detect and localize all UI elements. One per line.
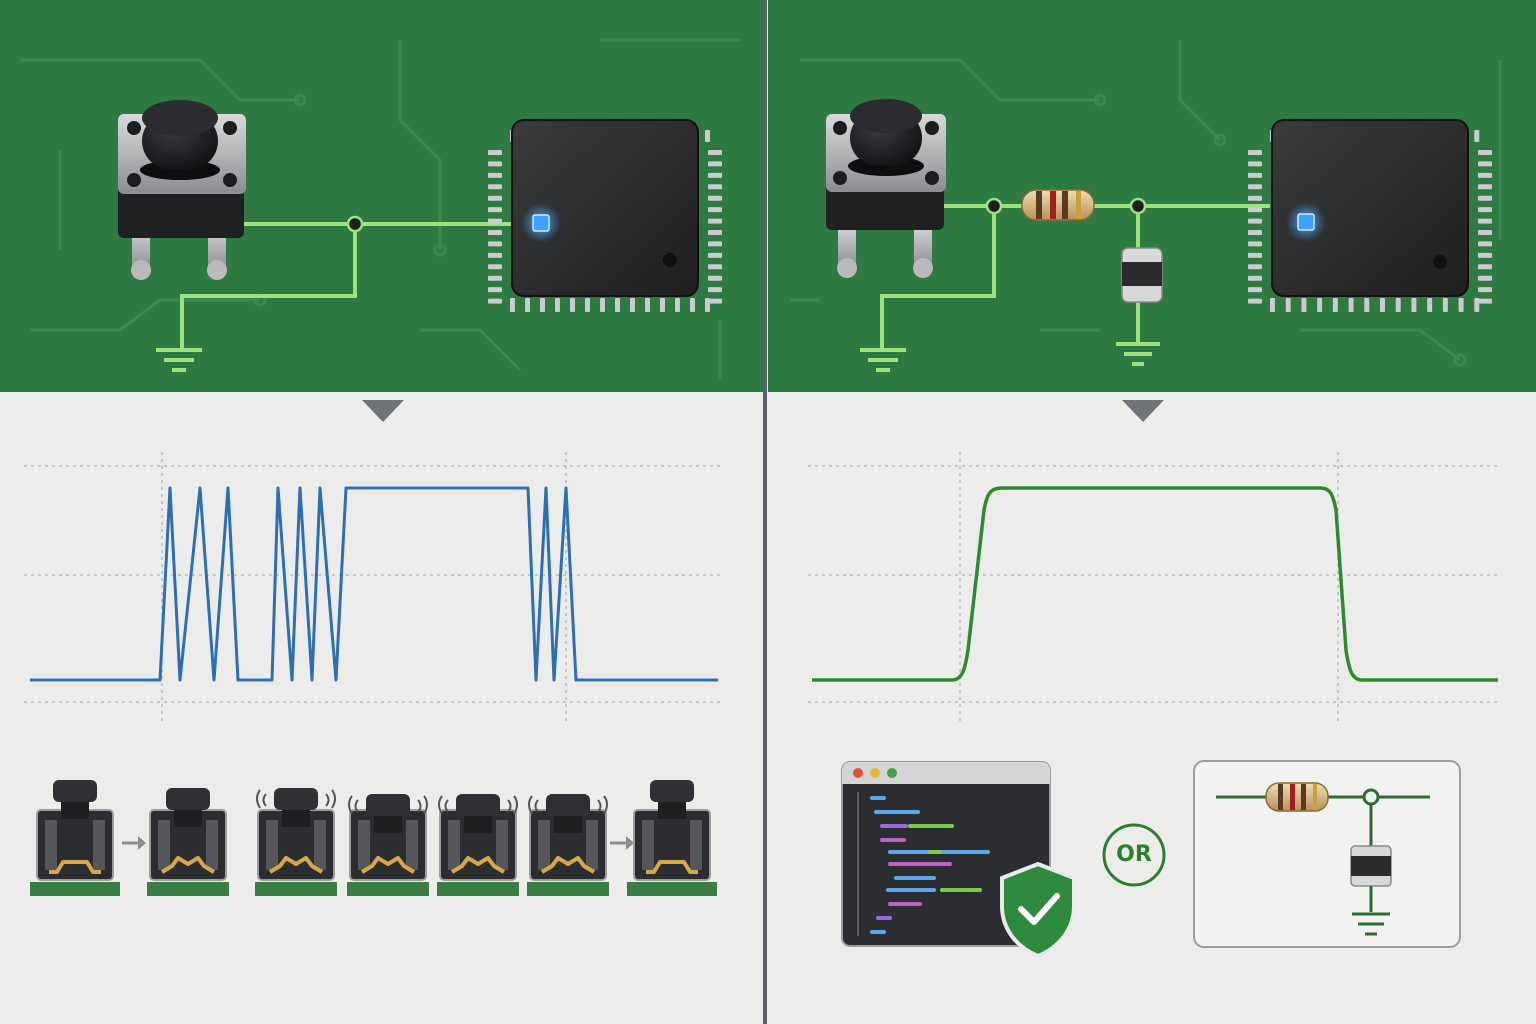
capacitor: [1121, 247, 1163, 303]
ground-symbol-icon: [860, 342, 1160, 372]
input-pin-led: [532, 214, 550, 232]
microcontroller-chip-right: [1248, 119, 1492, 312]
junction-node: [985, 197, 1003, 215]
lower-panel-left: [0, 392, 763, 1024]
rc-filter-schematic: [1193, 760, 1461, 948]
down-triangle-icon: [362, 400, 404, 422]
button-bounce-frame: [255, 788, 337, 896]
right-arrow-icon: [610, 836, 634, 850]
button-bounce-frame: [437, 794, 519, 896]
resistor: [1265, 782, 1329, 812]
center-divider: [763, 0, 767, 1024]
traces-left: [180, 222, 530, 348]
right-arrow-icon: [122, 836, 146, 850]
push-button-right: [826, 99, 946, 278]
window-minimize-dot-icon: [870, 768, 880, 778]
input-pin-led: [1297, 213, 1315, 231]
bouncy-signal-chart: [30, 486, 718, 682]
button-bounce-frame: [347, 794, 429, 896]
window-maximize-dot-icon: [887, 768, 897, 778]
debounced-signal-chart: [812, 486, 1498, 682]
button-bounce-sequence: [30, 780, 717, 896]
junction-node: [1129, 197, 1147, 215]
pcb-background-traces: [20, 38, 1502, 380]
resistor: [1021, 189, 1095, 221]
button-bounce-frame: [527, 794, 609, 896]
signal-line: [30, 486, 718, 682]
push-button-left: [118, 100, 246, 280]
button-bounce-frame: [147, 788, 229, 896]
junction-node: [1362, 788, 1380, 806]
ground-symbol-icon: [156, 348, 202, 372]
microcontroller-chip-left: [488, 119, 722, 312]
chart-grid-left: [24, 452, 720, 724]
signal-line: [812, 486, 1498, 682]
button-bounce-frame: [30, 780, 120, 896]
down-triangle-icon: [1122, 400, 1164, 422]
window-close-dot-icon: [853, 768, 863, 778]
or-badge: [1102, 823, 1166, 887]
traces-right: [880, 204, 1270, 348]
ground-symbol-icon: [1352, 912, 1390, 936]
capacitor: [1350, 845, 1392, 887]
shield-icon: [1000, 861, 1076, 959]
checkmark-icon: [1018, 893, 1060, 925]
junction-node: [346, 215, 364, 233]
code-window: [841, 761, 1051, 947]
button-bounce-frame: [627, 780, 717, 896]
